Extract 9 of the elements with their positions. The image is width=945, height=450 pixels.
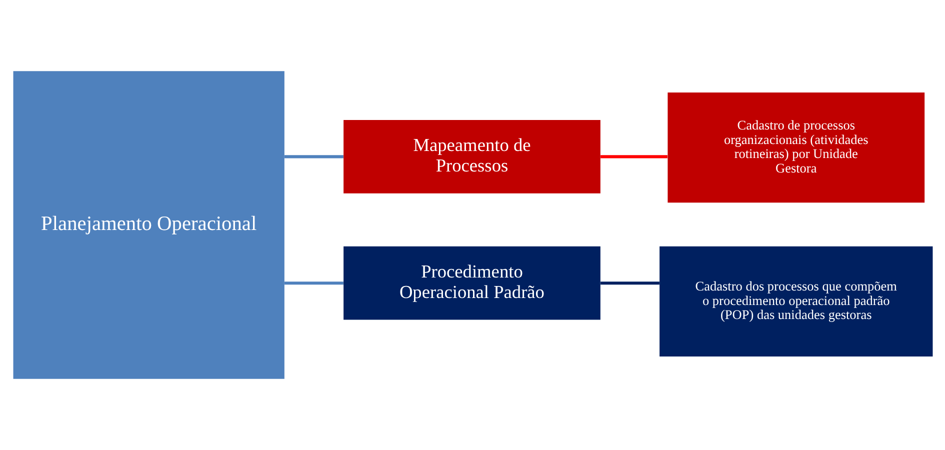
node-box: Cadastro de processos organizacionais (atividades rotineiras) por Unidade Gestora	[667, 92, 924, 203]
node-box: Planejamento Operacional	[12, 71, 284, 379]
connector	[284, 282, 343, 285]
connector	[284, 155, 343, 158]
node-box: Mapeamento de Processos	[343, 120, 600, 194]
node-box: Procedimento Operacional Padrão	[343, 246, 600, 320]
node-box: Cadastro dos processos que compõem o procedimento operacional padrão (POP) das unidades gestoras	[659, 246, 932, 356]
connector	[600, 282, 659, 285]
connector	[600, 155, 667, 158]
